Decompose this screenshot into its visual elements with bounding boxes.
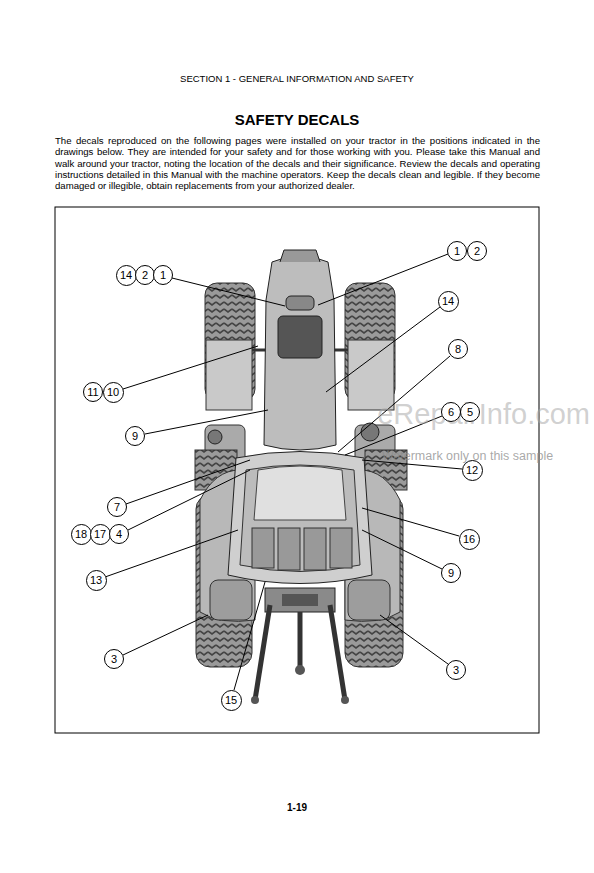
callout-circle: 7 [107, 497, 127, 517]
callout-number: 13 [90, 575, 102, 586]
callout-number: 3 [453, 665, 459, 676]
callout-circle: 4 [109, 524, 129, 544]
callout-number: 17 [94, 529, 106, 540]
callout-number: 4 [116, 529, 122, 540]
callout-number: 2 [142, 270, 148, 281]
callout-circle: 17 [90, 524, 111, 545]
callout-number: 14 [120, 270, 132, 281]
callout-number: 9 [132, 431, 138, 442]
callout-circle: 12 [462, 460, 483, 481]
callout-number: 11 [87, 387, 98, 398]
callout-number: 1 [160, 270, 166, 281]
callout-circle: 14 [438, 291, 459, 312]
callout-number: 10 [107, 387, 119, 398]
callout-circle: 2 [135, 265, 155, 285]
callout-number: 8 [455, 344, 461, 355]
callout-number: 15 [225, 695, 237, 706]
callout-circle: 9 [441, 563, 461, 583]
callout-circle: 15 [221, 690, 242, 711]
callout-circle: 5 [460, 402, 480, 422]
callout-circle: 3 [104, 649, 124, 669]
page-title: SAFETY DECALS [235, 111, 360, 128]
section-header: SECTION 1 - GENERAL INFORMATION AND SAFE… [180, 73, 414, 84]
callout-circle: 1 [153, 265, 173, 285]
callout-number: 9 [448, 568, 454, 579]
callout-number: 2 [474, 246, 480, 257]
callout-circle: 8 [448, 339, 468, 359]
callout-number: 7 [114, 502, 120, 513]
callout-number: 16 [463, 534, 475, 545]
callout-number: 14 [442, 296, 454, 307]
callout-circle: 9 [125, 426, 145, 446]
callout-number: 3 [111, 654, 117, 665]
callout-circle: 14 [116, 265, 137, 286]
callout-circle: 16 [459, 529, 480, 550]
callout-circle: 13 [86, 570, 107, 591]
callout-number: 1 [454, 246, 460, 257]
intro-paragraph: The decals reproduced on the following p… [55, 135, 540, 191]
callout-circle: 18 [71, 524, 92, 545]
callout-circle: 1 [447, 241, 467, 261]
callout-circle: 3 [446, 660, 466, 680]
page-number: 1-19 [287, 802, 307, 813]
callout-number: 6 [448, 407, 454, 418]
watermark: eRepairInfo.com [377, 398, 590, 431]
callout-circle: 10 [103, 382, 124, 403]
callout-circle: 6 [441, 402, 461, 422]
callout-number: 5 [467, 407, 473, 418]
callout-number: 18 [75, 529, 87, 540]
callout-circle: 11 [83, 382, 103, 402]
callout-number: 12 [466, 465, 478, 476]
callout-circle: 2 [467, 241, 487, 261]
